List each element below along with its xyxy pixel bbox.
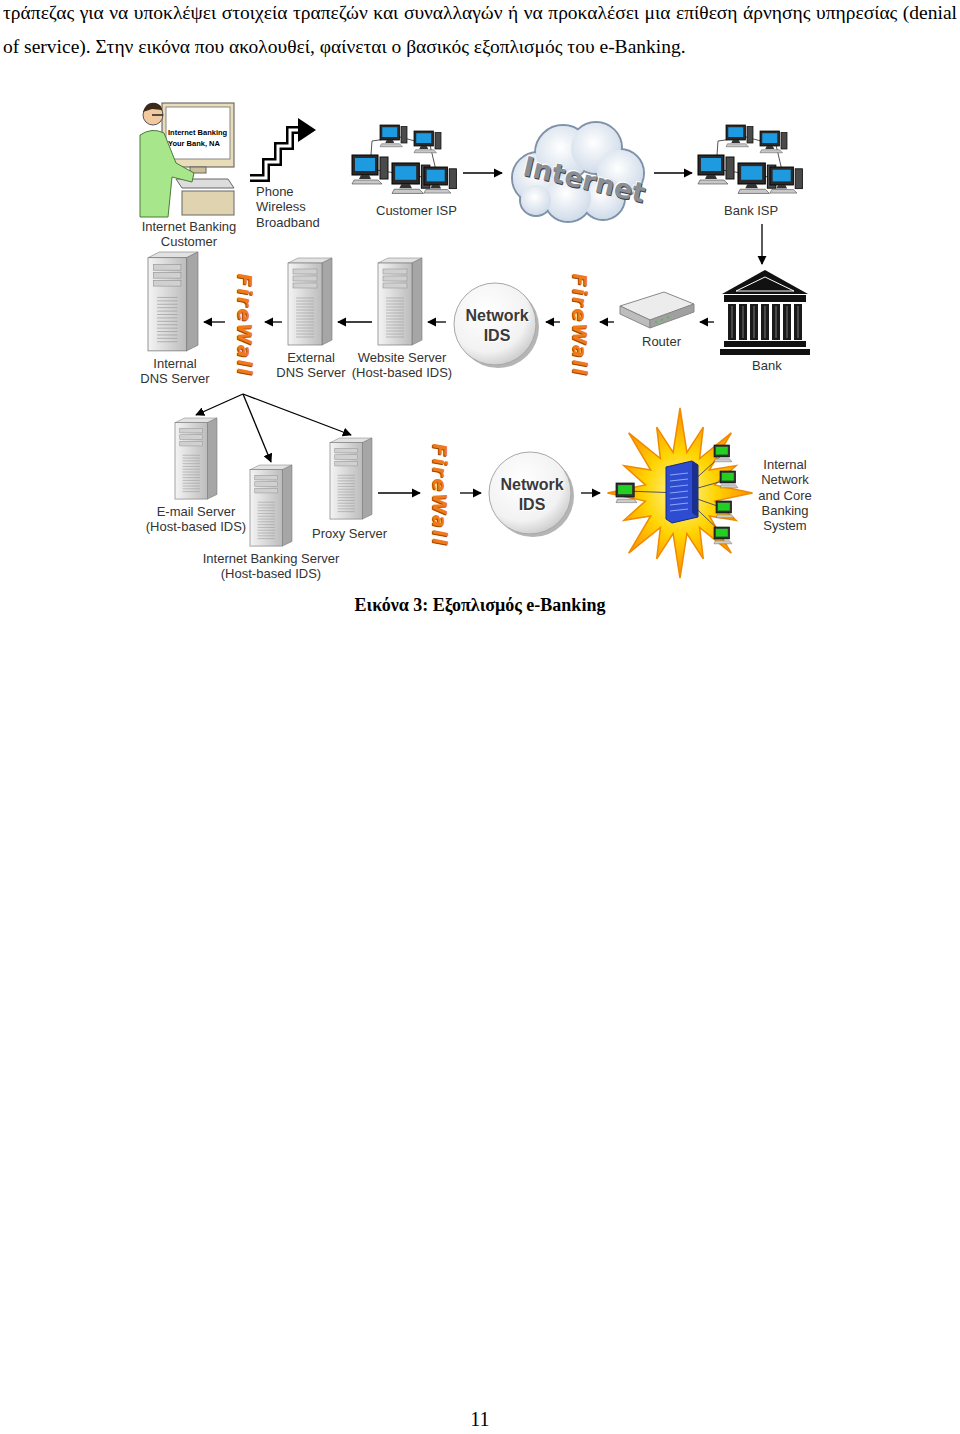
router-icon: [620, 292, 694, 330]
arrow-connector: [700, 321, 714, 322]
arrow-connector: [546, 321, 560, 322]
router-node: Router: [620, 292, 700, 356]
firewall-node: FireWall: [231, 270, 259, 380]
arrow-connector: [761, 224, 762, 264]
arrow-connector: [378, 492, 420, 493]
arrow-connector: [600, 321, 614, 322]
ids-node: Network IDS: [487, 450, 577, 540]
tower-icon: [250, 465, 292, 547]
tower-node: Internal DNS Server: [138, 252, 248, 392]
arrow-connector: [243, 394, 271, 462]
node-label: Network IDS: [452, 281, 542, 371]
stairs-node: Phone Wireless Broadband: [246, 112, 342, 234]
burst-node: Internal Network and Core Banking System: [606, 405, 816, 580]
node-label: Customer ISP: [376, 203, 457, 218]
pcs-icon: [698, 125, 803, 201]
firewall-node: FireWall: [426, 440, 454, 550]
page-number: 11: [0, 1408, 960, 1431]
node-label: Internet Banking Customer: [132, 219, 246, 250]
arrow-connector: [196, 394, 243, 415]
node-label: External DNS Server: [272, 350, 350, 381]
arrow-connector: [265, 321, 282, 322]
arrow-connector: [243, 394, 351, 435]
node-label: Bank ISP: [724, 203, 778, 218]
node-label: Phone Wireless Broadband: [256, 184, 338, 230]
ids-node: Network IDS: [452, 281, 542, 371]
person-icon: [138, 95, 238, 217]
screen-text: Your Bank, NA: [168, 139, 220, 148]
node-label: FireWall: [234, 273, 256, 376]
node-label: FireWall: [429, 443, 451, 546]
ids-icon: [452, 281, 540, 369]
arrow-connector: [581, 492, 600, 493]
body-text: τράπεζας για να υποκλέψει στοιχεία τραπε…: [3, 0, 957, 64]
figure-caption: Εικόνα 3: Εξοπλισμός e-Banking: [0, 595, 960, 616]
node-label: Bank: [752, 358, 782, 373]
node-label: E-mail Server (Host-based IDS): [143, 504, 249, 535]
tower-icon: [330, 438, 372, 520]
tower-node: Website Server (Host-based IDS): [348, 258, 458, 386]
cloud-node: Internet: [508, 118, 661, 241]
arrow-connector: [654, 172, 692, 173]
node-label: Internet Banking Server (Host-based IDS): [197, 551, 345, 582]
node-label: Website Server (Host-based IDS): [348, 350, 456, 381]
arrow-connector: [428, 321, 446, 322]
ids-icon: [487, 450, 575, 538]
arrow-connector: [463, 172, 502, 173]
node-label: Proxy Server: [312, 526, 387, 541]
temple-icon: [720, 268, 810, 356]
node-label: FireWall: [569, 273, 591, 376]
person-node: Internet Banking Customer: [134, 95, 248, 252]
arrow-connector: [204, 321, 225, 322]
screen-text: Internet Banking: [168, 128, 227, 137]
temple-node: Bank: [720, 268, 812, 376]
arrow-connector: [338, 321, 372, 322]
firewall-node: FireWall: [566, 270, 594, 380]
pcs-node: Bank ISP: [698, 125, 808, 221]
tower-node: E-mail Server (Host-based IDS): [143, 418, 251, 538]
tower-node: External DNS Server: [272, 258, 352, 383]
tower-node: Proxy Server: [312, 438, 396, 546]
stairs-icon: [248, 112, 318, 182]
pcs-icon: [352, 125, 457, 201]
burst-icon: [606, 405, 754, 580]
tower-icon: [175, 418, 217, 500]
node-label: Internet: [496, 102, 673, 256]
node-label: Network IDS: [487, 450, 577, 540]
tower-icon: [288, 258, 332, 346]
node-label: Internal Network and Core Banking System: [756, 457, 814, 534]
pcs-node: Customer ISP: [352, 125, 462, 221]
tower-icon: [148, 252, 198, 352]
arrow-connector: [460, 492, 481, 493]
tower-icon: [378, 258, 422, 346]
node-label: Internal DNS Server: [138, 356, 212, 387]
node-label: Router: [642, 334, 681, 349]
